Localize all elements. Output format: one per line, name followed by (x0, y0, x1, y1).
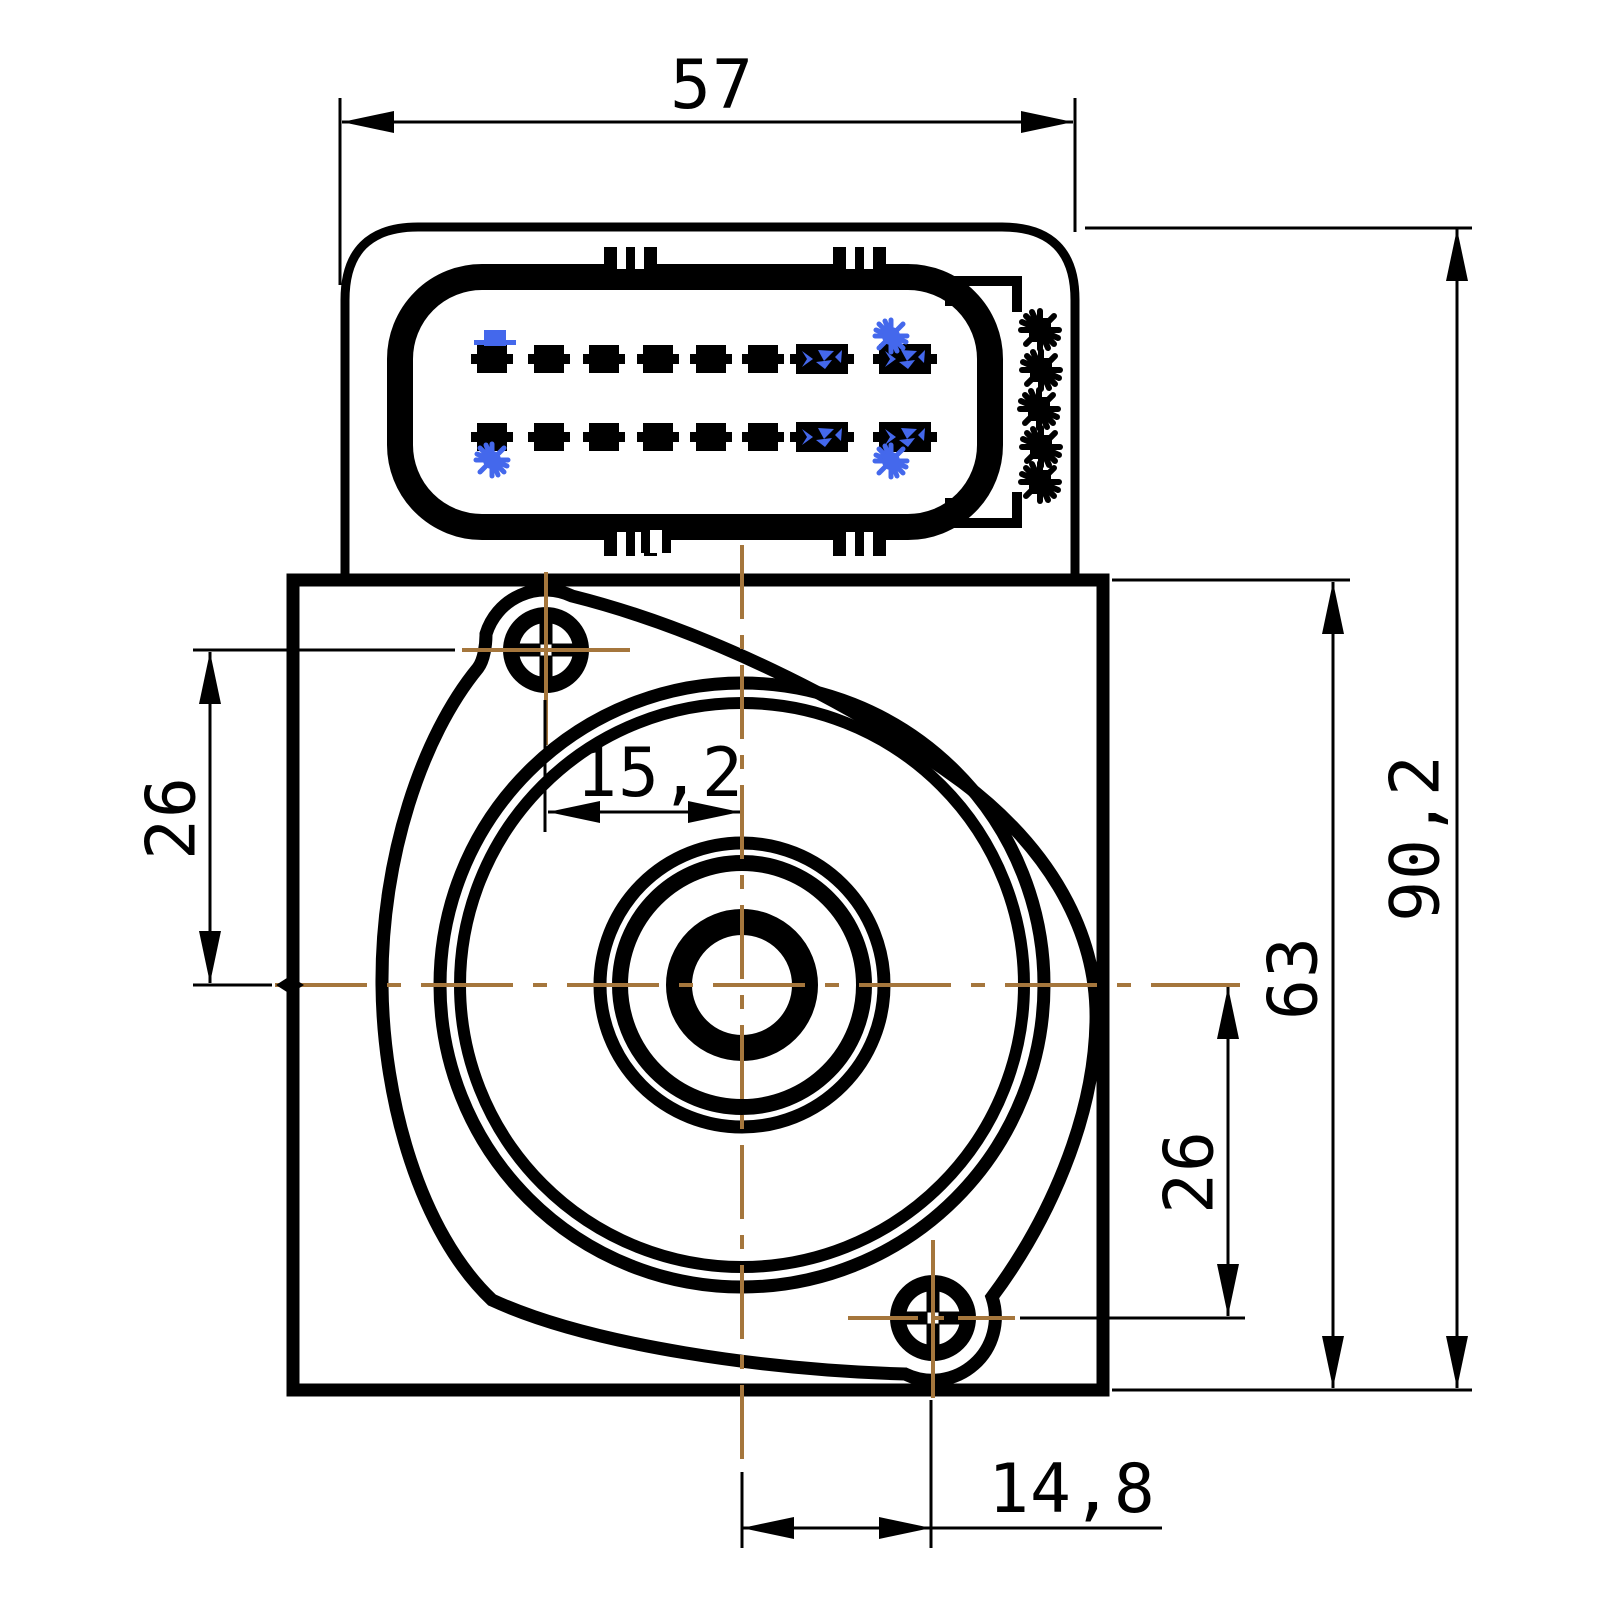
redacted-marking-column (1020, 311, 1060, 501)
dim-screw-top-x: 15,2 (548, 734, 744, 823)
pin-marker-asterisk-bottom-right (875, 445, 907, 477)
connector-keying-tabs (604, 247, 886, 556)
pin-marker-asterisk-bottom-left (476, 444, 508, 476)
pin-marker-blue-square (474, 330, 516, 346)
dim-label-57: 57 (670, 46, 754, 125)
dim-overall-height: 90,2 (1377, 229, 1468, 1388)
centerline-edge-tick (276, 976, 304, 994)
connector-pin-grid (471, 344, 937, 452)
dim-screw-top-offset: 26 (133, 652, 221, 983)
dimension-lines: 57 90,2 63 26 26 (133, 46, 1468, 1539)
dim-screw-bottom-offset: 26 (1151, 987, 1239, 1316)
dim-label-14-8: 14,8 (988, 1450, 1156, 1529)
mounting-plate-outline (375, 583, 1103, 1387)
connector-housing-outline (340, 222, 1080, 580)
dim-label-26-left: 26 (133, 776, 212, 860)
pin-marker-asterisk-top-right (875, 320, 907, 352)
dim-label-26-right: 26 (1151, 1130, 1230, 1214)
dim-label-15-2: 15,2 (576, 734, 744, 813)
dim-connector-width: 57 (342, 46, 1073, 133)
dim-label-63: 63 (1255, 936, 1334, 1020)
extension-lines (193, 98, 1472, 1548)
dim-screw-bottom-x: 14,8 (742, 1450, 1162, 1539)
connector-latch-hooks (945, 276, 1022, 528)
dim-label-90-2: 90,2 (1377, 754, 1456, 922)
centerlines (275, 545, 1240, 1462)
dim-body-height: 63 (1255, 582, 1344, 1388)
connector-shroud (387, 264, 1003, 540)
